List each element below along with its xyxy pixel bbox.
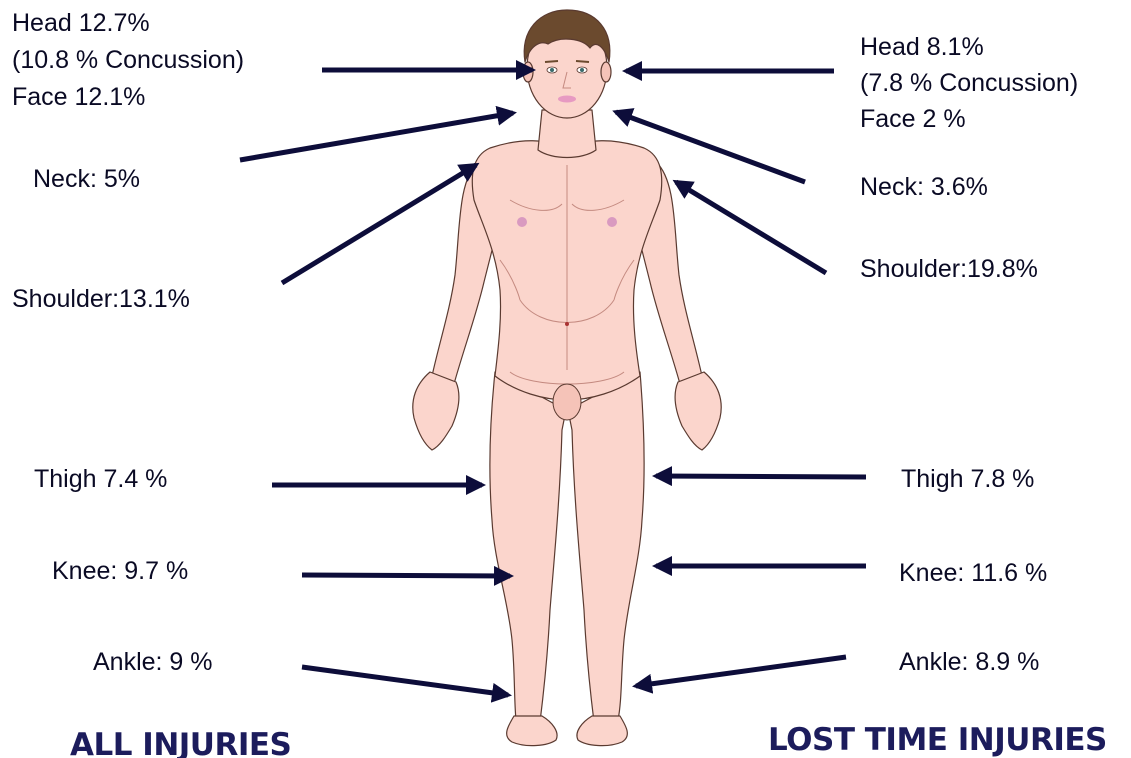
arrow-right-shoulder	[676, 182, 826, 273]
right-knee-label: Knee: 11.6 %	[899, 555, 1047, 591]
arrow-left-knee	[302, 575, 510, 576]
arrow-right-thigh	[656, 476, 866, 477]
right-face-label: Face 2 %	[860, 101, 966, 137]
left-shoulder-label: Shoulder:13.1%	[12, 281, 190, 317]
left-thigh-label: Thigh 7.4 %	[34, 461, 167, 497]
left-head-label: Head 12.7%	[12, 5, 150, 41]
right-ankle-label: Ankle: 8.9 %	[899, 644, 1039, 680]
left-ankle-label: Ankle: 9 %	[93, 644, 213, 680]
arrow-left-neck	[240, 113, 513, 160]
right-neck-label: Neck: 3.6%	[860, 169, 988, 205]
left-title: ALL INJURIES	[70, 727, 291, 758]
left-concussion-label: (10.8 % Concussion)	[12, 42, 244, 78]
right-hand	[675, 372, 721, 450]
right-thigh-label: Thigh 7.8 %	[901, 461, 1034, 497]
right-foot	[577, 716, 627, 746]
left-knee-label: Knee: 9.7 %	[52, 553, 188, 589]
right-head-label: Head 8.1%	[860, 29, 984, 65]
right-title: LOST TIME INJURIES	[768, 722, 1107, 758]
left-face-label: Face 12.1%	[12, 79, 145, 115]
left-neck-label: Neck: 5%	[33, 161, 140, 197]
left-hand	[413, 372, 459, 450]
left-foot	[507, 716, 557, 746]
right-leg	[568, 372, 644, 722]
arrow-left-shoulder	[282, 165, 476, 283]
right-shoulder-label: Shoulder:19.8%	[860, 251, 1038, 287]
right-concussion-label: (7.8 % Concussion)	[860, 65, 1078, 101]
arrow-right-ankle	[636, 657, 846, 686]
arrow-left-ankle	[302, 667, 508, 695]
left-leg	[490, 372, 566, 722]
